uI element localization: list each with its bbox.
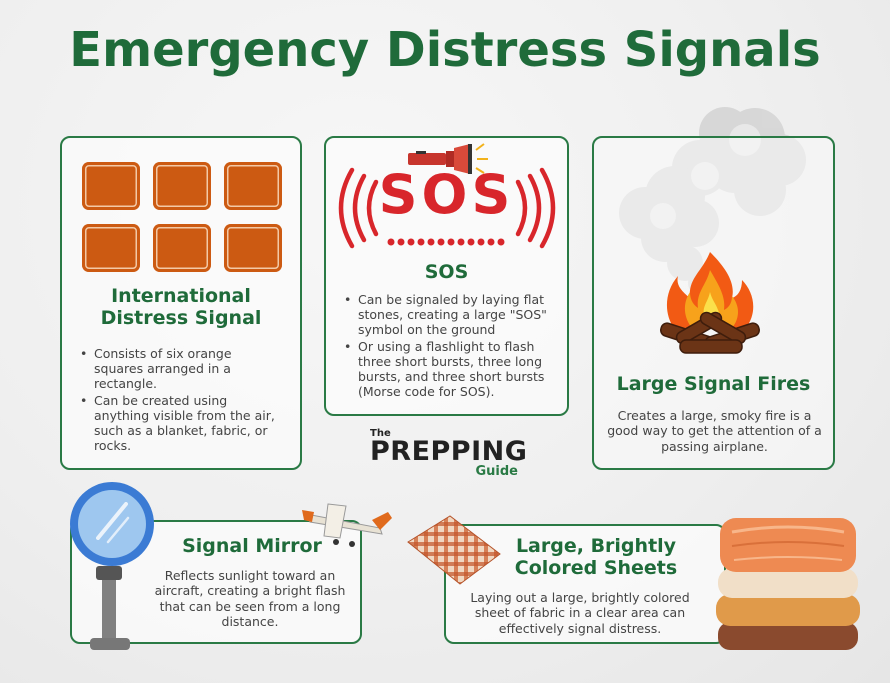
bullet-item: Can be signaled by laying flat stones, c… — [344, 292, 559, 337]
fires-heading: Large Signal Fires — [616, 373, 811, 395]
international-distress-card: International Distress Signal Consists o… — [60, 136, 302, 470]
bullet-item: Consists of six orange squares arranged … — [80, 346, 280, 391]
flashlight-icon — [408, 143, 488, 174]
brand-the: The — [370, 428, 391, 439]
orange-squares-icon — [82, 162, 282, 272]
heading-line: Colored Sheets — [514, 556, 678, 579]
mirror-heading: Signal Mirror — [182, 535, 322, 557]
signal-mirror-icon — [70, 482, 154, 650]
brand-logo: The PREPPING Guide — [370, 428, 530, 478]
heading-line: Distress Signal — [100, 306, 262, 329]
sos-heading: SOS — [424, 261, 469, 283]
bullet-item: Or using a flashlight to flash three sho… — [344, 339, 559, 399]
international-heading: International Distress Signal — [62, 285, 300, 330]
sos-bullets: Can be signaled by laying flat stones, c… — [344, 292, 559, 401]
colored-sheets-card: Large, Brightly Colored Sheets Laying ou… — [444, 524, 726, 644]
sheets-description: Laying out a large, brightly colored she… — [470, 590, 690, 636]
heading-line: International — [111, 285, 251, 307]
page-title: Emergency Distress Signals — [69, 22, 821, 78]
heading-line: Large, Brightly — [515, 535, 677, 557]
sos-graphic-text: SOS — [378, 163, 515, 226]
sheets-heading: Large, Brightly Colored Sheets — [486, 535, 706, 580]
airplane-icon — [302, 503, 392, 547]
sos-signal-icon — [338, 167, 556, 249]
plaid-fabric-icon — [407, 515, 501, 585]
campfire-icon — [660, 252, 760, 354]
bullet-item: Can be created using anything visible fr… — [80, 393, 280, 453]
sos-card: SOS SOS Can be signaled by laying flat s… — [324, 136, 569, 416]
brand-guide: Guide — [475, 463, 518, 479]
international-bullets: Consists of six orange squares arranged … — [80, 346, 280, 455]
mirror-description: Reflects sunlight toward an aircraft, cr… — [154, 568, 346, 629]
folded-blankets-icon — [716, 518, 860, 650]
brand-name: PREPPING — [370, 436, 528, 467]
fires-description: Creates a large, smoky fire is a good wa… — [607, 408, 822, 454]
